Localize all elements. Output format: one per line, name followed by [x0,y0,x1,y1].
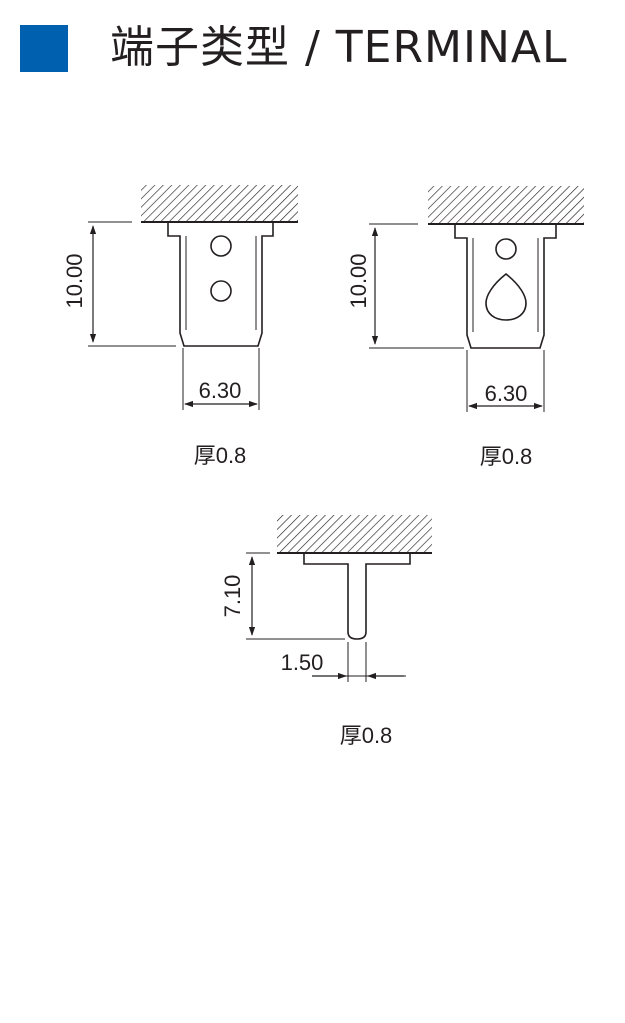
terminal-2-height-label: 10.00 [346,253,371,308]
mounting-surface-hatch [141,185,298,222]
mounting-surface-hatch [277,515,432,553]
blue-square-icon [20,25,68,72]
terminal-3-width-label: 1.50 [281,650,324,675]
terminal-pin [303,553,411,640]
mounting-surface-hatch [428,186,584,224]
upper-hole [210,235,232,257]
terminal-body [167,222,274,347]
terminal-1 [88,185,298,410]
terminal-3-height-label: 7.10 [220,575,245,618]
page-title: 端子类型 / TERMINAL [110,22,568,73]
terminal-2-thickness-label: 厚0.8 [480,444,533,469]
terminal-3-thickness-label: 厚0.8 [340,723,393,748]
terminal-2 [369,186,584,412]
terminal-3 [246,515,432,682]
terminal-1-height-label: 10.00 [62,253,87,308]
terminal-1-thickness-label: 厚0.8 [194,443,247,468]
lower-hole [210,280,232,302]
terminal-1-width-label: 6.30 [199,378,242,403]
page-header: 端子类型 / TERMINAL [0,0,625,100]
teardrop-hole [485,272,527,321]
terminal-2-width-label: 6.30 [485,381,528,406]
terminal-body [454,224,557,349]
upper-hole [495,238,517,260]
